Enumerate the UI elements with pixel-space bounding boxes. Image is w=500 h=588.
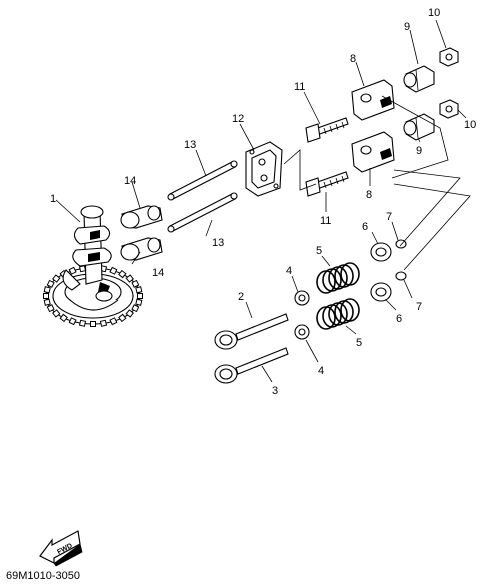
spring-coil [328, 266, 348, 290]
spring-coil [328, 302, 348, 326]
gear-tooth [125, 274, 134, 283]
spring-coil [316, 270, 336, 294]
gear-tooth [109, 317, 118, 326]
gear-tooth [131, 279, 140, 288]
gear-tooth [118, 313, 127, 323]
valve-spring-upper [316, 262, 360, 294]
drawing-code: 69M1010-3050 [6, 570, 80, 582]
callout-11: 11 [294, 81, 305, 93]
callout-7: 7 [386, 211, 392, 223]
spring-coil [334, 300, 354, 324]
callout-9: 9 [416, 145, 422, 157]
callout-5: 5 [356, 337, 362, 349]
callout-10: 10 [464, 119, 476, 131]
callout-6: 6 [362, 221, 368, 233]
spring-coil [334, 264, 354, 288]
gear-tooth [90, 321, 96, 327]
gear-tooth [43, 298, 51, 306]
gear-tooth [125, 309, 134, 318]
intake-valve [214, 313, 289, 350]
push-rod-upper [167, 160, 238, 201]
gear-tooth [137, 293, 143, 299]
gear-tooth [52, 274, 61, 283]
gear-tooth [68, 317, 77, 326]
pivot-nut-lower [403, 113, 435, 141]
exhaust-valve [214, 347, 289, 384]
spring-coil [316, 306, 336, 330]
gear-tooth [118, 269, 127, 279]
rocker-stud-upper [305, 117, 349, 143]
spring-retainer-upper [370, 242, 392, 262]
gear-tooth [135, 298, 143, 306]
gear-tooth [43, 293, 49, 299]
callout-11: 11 [320, 215, 331, 227]
rocker-arm-lower [351, 131, 395, 173]
callout-13: 13 [212, 237, 224, 249]
spring-coil [322, 268, 342, 292]
callout-12: 12 [232, 113, 244, 125]
gear-tooth [52, 309, 61, 318]
gear-tooth [78, 265, 87, 273]
callout-2: 2 [238, 291, 244, 303]
callout-14: 14 [152, 267, 164, 279]
callout-13: 13 [184, 139, 196, 151]
spring-coil [340, 262, 360, 286]
pivot-nut-upper [403, 65, 435, 93]
push-rod-guide-plate [245, 141, 283, 197]
callout-14: 14 [124, 175, 136, 187]
callout-8: 8 [350, 53, 356, 65]
lock-nut-upper [439, 47, 459, 67]
camshaft-assembly [43, 205, 143, 327]
valve-lifter-upper [120, 205, 163, 229]
push-rod-lower [167, 192, 238, 233]
callout-6: 6 [396, 313, 402, 325]
callout-3: 3 [272, 385, 278, 397]
valve-stem-seal-upper [294, 290, 310, 306]
callout-7: 7 [416, 301, 422, 313]
gear-tooth [109, 266, 118, 275]
callout-labels: 1 14 14 13 13 12 11 11 8 8 9 9 10 10 6 6… [50, 7, 476, 397]
gear-tooth [78, 319, 87, 327]
callout-4: 4 [286, 265, 292, 277]
gear-tooth [46, 304, 55, 313]
valve-stem-seal-lower [294, 324, 310, 340]
valve-lifter-lower [120, 237, 163, 261]
callout-1: 1 [50, 193, 56, 205]
valve-cotter-lower [395, 271, 407, 281]
callout-5: 5 [316, 245, 322, 257]
gear-tooth [135, 286, 143, 294]
gear-tooth [99, 319, 108, 327]
gear-tooth [46, 279, 55, 288]
callout-4: 4 [318, 365, 324, 377]
spring-retainer-lower [370, 282, 392, 302]
camshaft [62, 205, 113, 302]
gear-tooth [43, 286, 51, 294]
assembly-lines [55, 19, 471, 383]
spring-coil [340, 298, 360, 322]
gear-tooth [59, 313, 68, 323]
callout-9: 9 [404, 21, 410, 33]
rocker-arm-upper [351, 79, 395, 121]
valve-spring-lower [316, 298, 360, 330]
callout-10: 10 [428, 7, 440, 19]
spring-coil [322, 304, 342, 328]
rocker-stud-lower [305, 171, 349, 197]
lock-nut-lower [439, 99, 459, 119]
gear-tooth [131, 304, 140, 313]
forward-arrow-icon: FWD [39, 530, 83, 567]
callout-8: 8 [366, 189, 372, 201]
gear-tooth [68, 266, 77, 275]
